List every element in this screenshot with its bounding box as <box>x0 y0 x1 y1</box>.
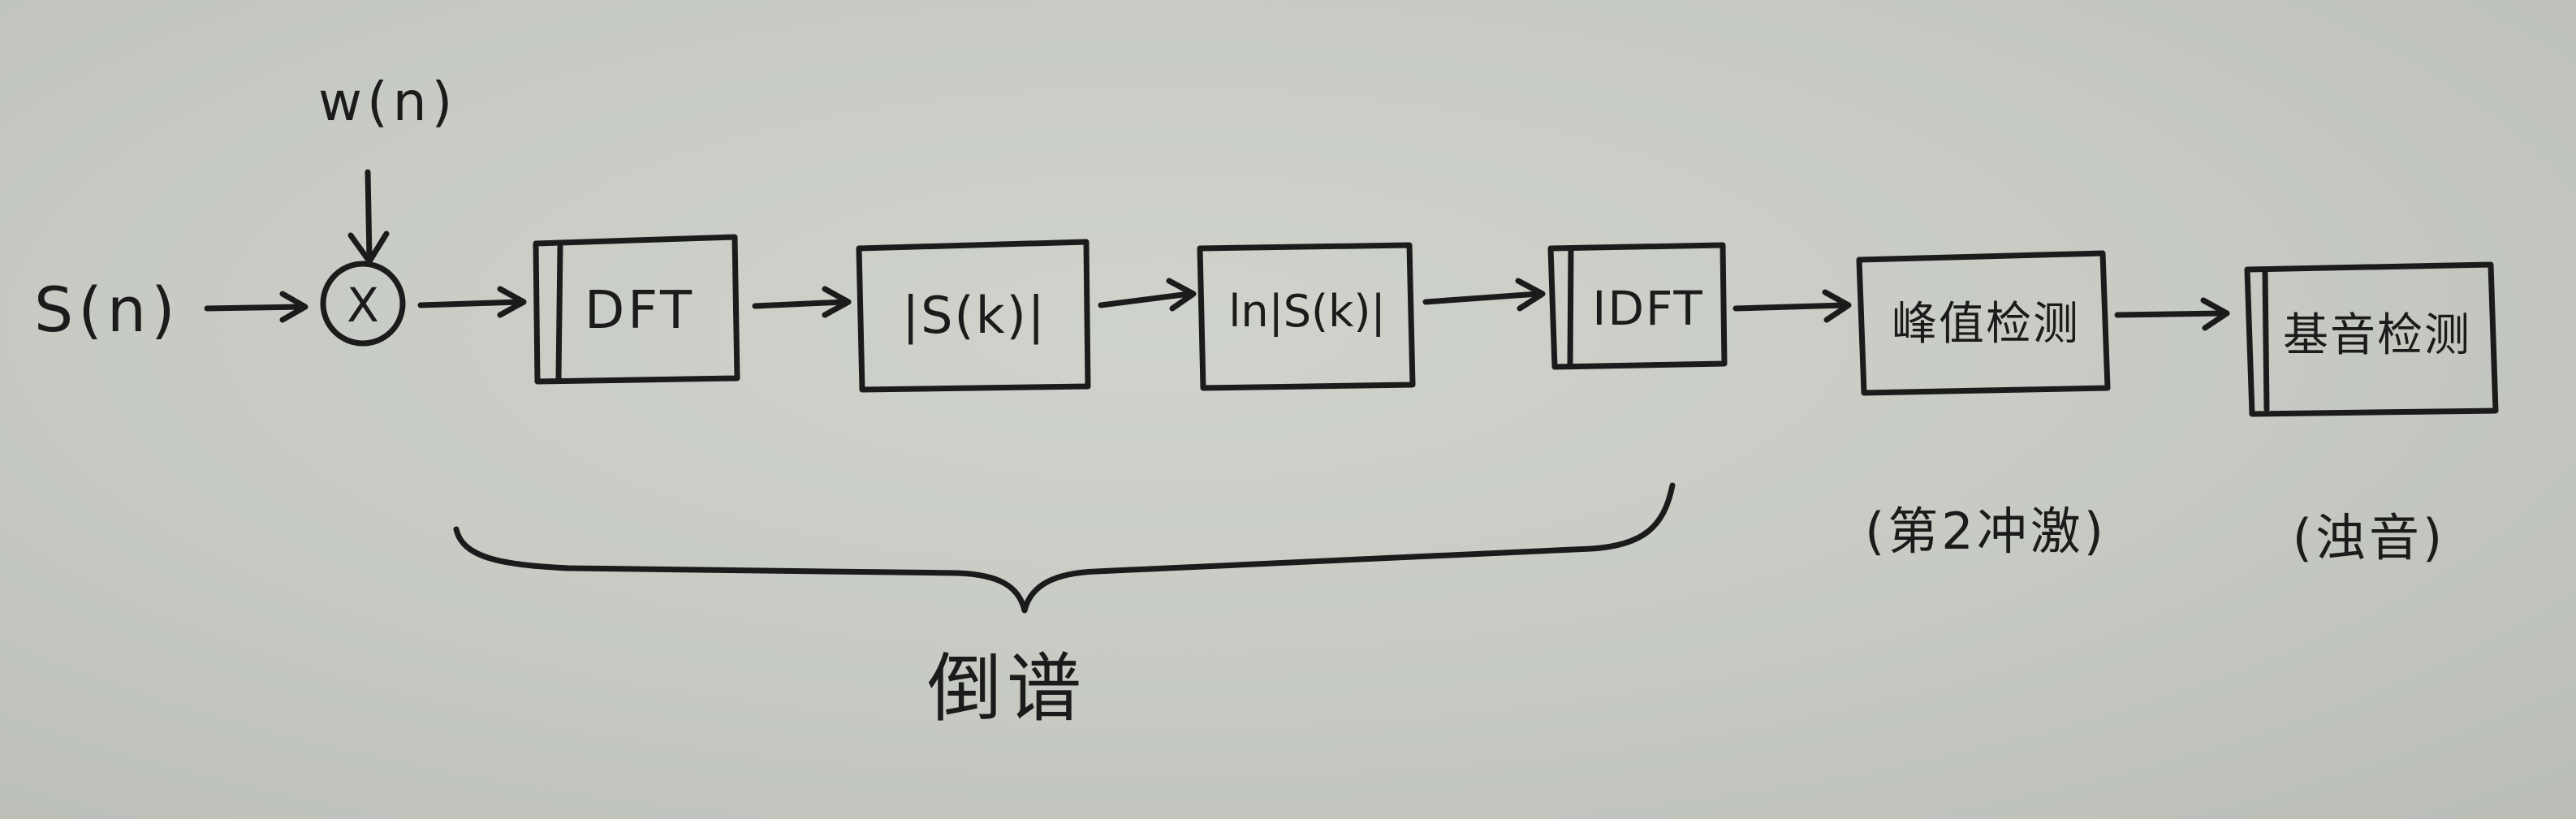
block-pitch-label: 基音检测 <box>2283 309 2471 362</box>
arrow-multiplier-to-dft <box>417 286 527 318</box>
block-peak-label: 峰值检测 <box>1892 298 2080 351</box>
cepstrum-label: 倒谱 <box>927 645 1086 732</box>
multiplier-symbol: X <box>347 278 379 333</box>
input-label: S(n) <box>34 274 180 346</box>
arrow-dft-to-abs <box>752 286 852 318</box>
arrow-input-to-multiplier <box>204 291 309 323</box>
block-dft: DFT <box>533 234 740 385</box>
arrow-abs-to-ln <box>1098 278 1197 312</box>
block-idft-label: IDFT <box>1592 281 1704 336</box>
block-abs-label: |S(k)| <box>902 286 1046 346</box>
block-pitch-note: (浊音) <box>2293 508 2445 567</box>
block-ln-label: ln|S(k)| <box>1228 286 1385 337</box>
block-idft: IDFT <box>1547 242 1728 370</box>
arrow-window-to-multiplier <box>347 169 390 265</box>
block-ln: ln|S(k)| <box>1197 242 1416 391</box>
multiplier-node: X <box>320 261 406 347</box>
block-pitch: 基音检测 <box>2244 261 2499 417</box>
window-label: w(n) <box>318 71 457 133</box>
block-peak-note: (第2冲激) <box>1865 502 2107 561</box>
block-peak: 峰值检测 <box>1856 250 2111 396</box>
arrow-peak-to-pitch <box>2114 297 2230 331</box>
cepstrum-brace <box>453 482 1676 614</box>
arrow-ln-to-idft <box>1422 278 1546 312</box>
block-abs: |S(k)| <box>856 239 1091 393</box>
arrow-idft-to-peak <box>1732 289 1852 323</box>
block-dft-label: DFT <box>585 281 695 341</box>
